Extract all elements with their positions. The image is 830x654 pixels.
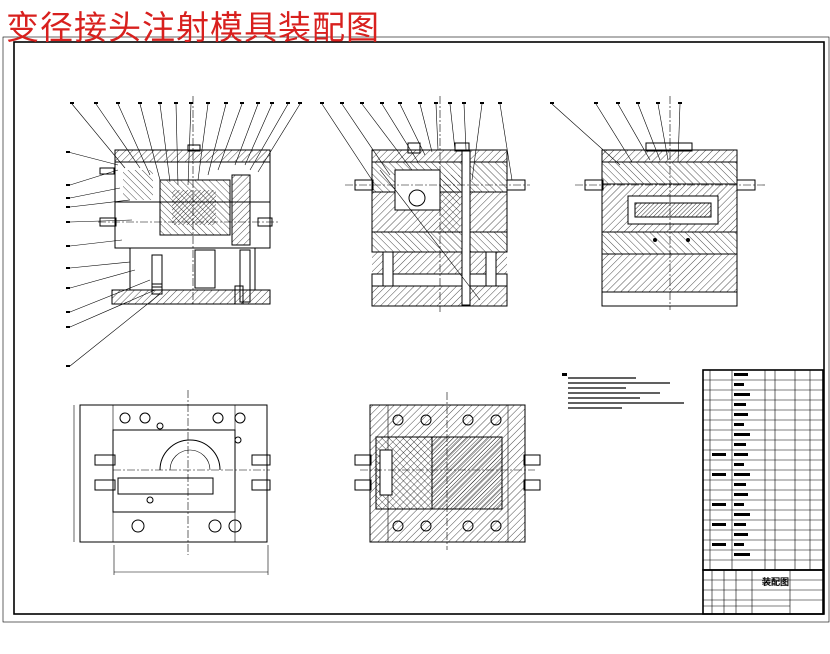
drawing-title: 变径接头注射模具装配图 [6,8,380,47]
title-block: 装配图 [702,569,824,615]
technical-notes [562,373,684,409]
plan-view-right [354,392,541,550]
title-block-drawing-name: 装配图 [761,576,789,588]
parts-list-table [702,369,824,571]
plan-view-left [73,390,271,575]
side-section-view [320,96,530,312]
main-section-view [66,96,302,367]
cross-section-view [550,96,765,310]
drawing-frame [2,36,830,623]
